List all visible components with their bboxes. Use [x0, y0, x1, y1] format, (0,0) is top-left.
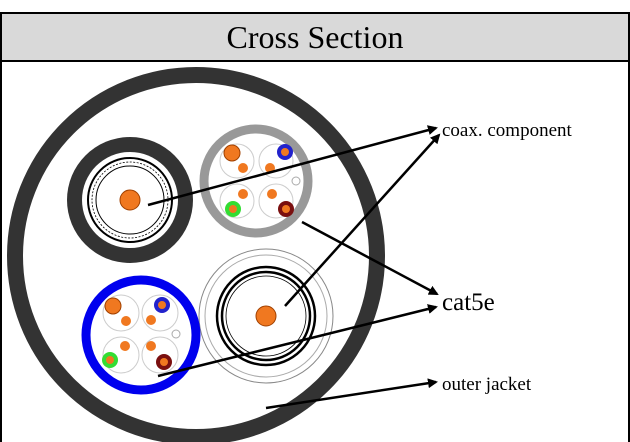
arrow-coax-left: [147, 125, 438, 207]
coax-component-left: [67, 137, 193, 263]
pair-blue-bottom: [141, 294, 179, 332]
arrow-cat5e-top: [301, 220, 439, 296]
pair-green-top: [219, 183, 255, 219]
arrows: [147, 125, 441, 410]
header-bar: [0, 12, 630, 62]
diagram-title: Cross Section: [226, 19, 404, 55]
arrow-outer-jacket: [265, 378, 438, 410]
label-coax: coax. component: [442, 120, 573, 141]
body-border: [0, 62, 630, 442]
cat5e-gray-bundle: [199, 124, 313, 238]
cat5e-blue-bundle: [81, 275, 201, 395]
arrow-coax-right: [284, 133, 441, 307]
coax-component-right: [198, 248, 334, 384]
label-cat5e: cat5e: [442, 289, 495, 316]
pair-orange-top: [219, 143, 255, 179]
arrow-cat5e-bottom: [157, 304, 438, 378]
pair-brown-bottom: [141, 336, 179, 374]
pair-brown-top: [258, 183, 294, 219]
pair-orange-bottom: [102, 294, 140, 332]
label-outer-jacket: outer jacket: [442, 374, 532, 395]
pair-green-bottom: [102, 336, 140, 374]
outer-jacket: [7, 67, 385, 442]
